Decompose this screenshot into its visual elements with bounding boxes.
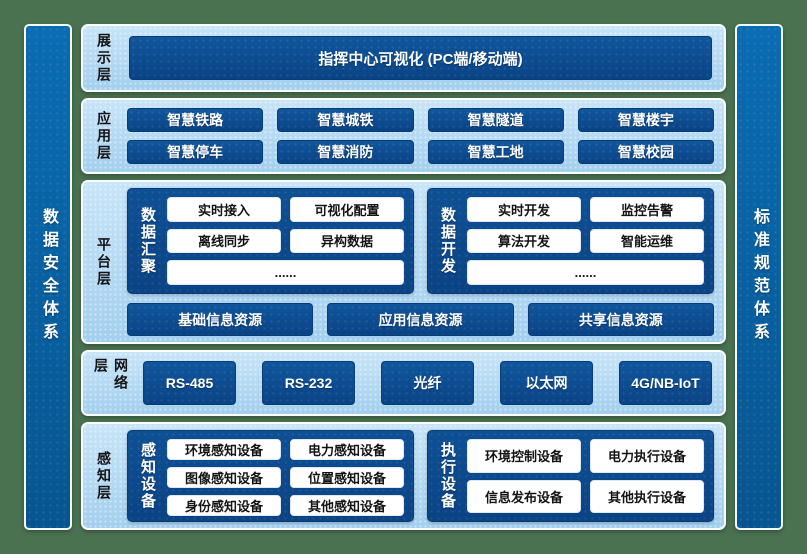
network-block: RS-485 [143, 361, 236, 405]
application-block: 智慧工地 [427, 140, 564, 164]
platform-capability: 异构数据 [290, 228, 404, 254]
platform-content: 数据汇聚 实时接入 可视化配置 离线同步 异构数据 ...... 数据开发 实时… [127, 188, 714, 336]
application-block: 智慧隧道 [427, 108, 564, 132]
group-data-aggregation: 数据汇聚 实时接入 可视化配置 离线同步 异构数据 ...... [127, 188, 414, 294]
layer-network: 网络层 RS-485 RS-232 光纤 以太网 4G/NB-IoT [81, 350, 726, 416]
platform-capability: 监控告警 [590, 197, 704, 222]
layer-application: 应用层 智慧铁路 智慧城铁 智慧隧道 智慧楼宇 智慧停车 智慧消防 智慧工地 智… [81, 98, 726, 174]
group-data-development: 数据开发 实时开发 监控告警 算法开发 智能运维 ...... [427, 188, 714, 294]
device-block: 身份感知设备 [167, 495, 281, 516]
network-block: 4G/NB-IoT [619, 361, 712, 405]
device-block: 其他执行设备 [590, 479, 704, 513]
layer-platform-label: 平台层 [96, 236, 112, 288]
device-block: 位置感知设备 [290, 467, 404, 488]
layer-network-label: 网络层 [93, 358, 129, 392]
layer-platform: 平台层 数据汇聚 实时接入 可视化配置 离线同步 异构数据 ...... [81, 180, 726, 344]
platform-capability-more: ...... [467, 260, 704, 285]
platform-capability: 智能运维 [590, 228, 704, 254]
resource-block: 应用信息资源 [327, 303, 514, 336]
group-execution-devices: 执行设备 环境控制设备 电力执行设备 信息发布设备 其他执行设备 [427, 430, 714, 522]
layer-application-label: 应用层 [96, 110, 112, 162]
pillar-standards-label: 标准规范体系 [751, 208, 768, 346]
network-row: RS-485 RS-232 光纤 以太网 4G/NB-IoT [141, 358, 714, 408]
pillar-standards: 标准规范体系 [735, 24, 783, 530]
device-block: 图像感知设备 [167, 467, 281, 488]
platform-capability: 实时开发 [467, 197, 581, 222]
platform-groups: 数据汇聚 实时接入 可视化配置 离线同步 异构数据 ...... 数据开发 实时… [127, 188, 714, 294]
sensing-devices-grid: 环境感知设备 电力感知设备 图像感知设备 位置感知设备 身份感知设备 其他感知设… [167, 439, 404, 516]
data-aggregation-grid: 实时接入 可视化配置 离线同步 异构数据 ...... [167, 197, 404, 285]
pillar-data-security-label: 数据安全体系 [40, 208, 57, 346]
application-block: 智慧消防 [277, 140, 414, 164]
device-block: 其他感知设备 [290, 495, 404, 516]
platform-capability: 实时接入 [167, 197, 281, 222]
application-grid: 智慧铁路 智慧城铁 智慧隧道 智慧楼宇 智慧停车 智慧消防 智慧工地 智慧校园 [127, 106, 714, 166]
device-block: 环境感知设备 [167, 439, 281, 460]
layer-perception: 感知层 感知设备 环境感知设备 电力感知设备 图像感知设备 位置感知设备 身份感… [81, 422, 726, 530]
pillar-data-security: 数据安全体系 [24, 24, 72, 530]
application-block: 智慧城铁 [277, 108, 414, 132]
network-block: 光纤 [381, 361, 474, 405]
application-block: 智慧铁路 [127, 108, 264, 132]
application-block: 智慧楼宇 [577, 108, 714, 132]
display-command-center-bar: 指挥中心可视化 (PC端/移动端) [129, 36, 712, 80]
layer-perception-label: 感知层 [96, 450, 112, 502]
layer-display: 展示层 指挥中心可视化 (PC端/移动端) [81, 24, 726, 92]
group-execution-devices-label: 执行设备 [439, 442, 456, 510]
device-block: 信息发布设备 [467, 479, 581, 513]
application-block: 智慧校园 [577, 140, 714, 164]
device-block: 电力感知设备 [290, 439, 404, 460]
group-data-aggregation-label: 数据汇聚 [139, 207, 156, 275]
platform-capability: 算法开发 [467, 228, 581, 254]
iot-architecture-diagram: 数据安全体系 展示层 指挥中心可视化 (PC端/移动端) 应用层 智慧铁路 智慧… [24, 24, 783, 530]
platform-capability-more: ...... [167, 260, 404, 285]
application-block: 智慧停车 [127, 140, 264, 164]
group-sensing-devices-label: 感知设备 [139, 442, 156, 510]
network-block: 以太网 [500, 361, 593, 405]
data-development-grid: 实时开发 监控告警 算法开发 智能运维 ...... [467, 197, 704, 285]
device-block: 电力执行设备 [590, 439, 704, 473]
layer-stack: 展示层 指挥中心可视化 (PC端/移动端) 应用层 智慧铁路 智慧城铁 智慧隧道… [81, 24, 726, 530]
group-sensing-devices: 感知设备 环境感知设备 电力感知设备 图像感知设备 位置感知设备 身份感知设备 … [127, 430, 414, 522]
resource-block: 基础信息资源 [127, 303, 314, 336]
layer-display-label: 展示层 [96, 32, 112, 84]
execution-devices-grid: 环境控制设备 电力执行设备 信息发布设备 其他执行设备 [467, 439, 704, 513]
network-block: RS-232 [262, 361, 355, 405]
group-data-development-label: 数据开发 [439, 207, 456, 275]
information-resources-row: 基础信息资源 应用信息资源 共享信息资源 [127, 303, 714, 336]
resource-block: 共享信息资源 [527, 303, 714, 336]
perception-groups: 感知设备 环境感知设备 电力感知设备 图像感知设备 位置感知设备 身份感知设备 … [127, 430, 714, 522]
platform-capability: 可视化配置 [290, 197, 404, 222]
device-block: 环境控制设备 [467, 439, 581, 473]
platform-capability: 离线同步 [167, 228, 281, 254]
